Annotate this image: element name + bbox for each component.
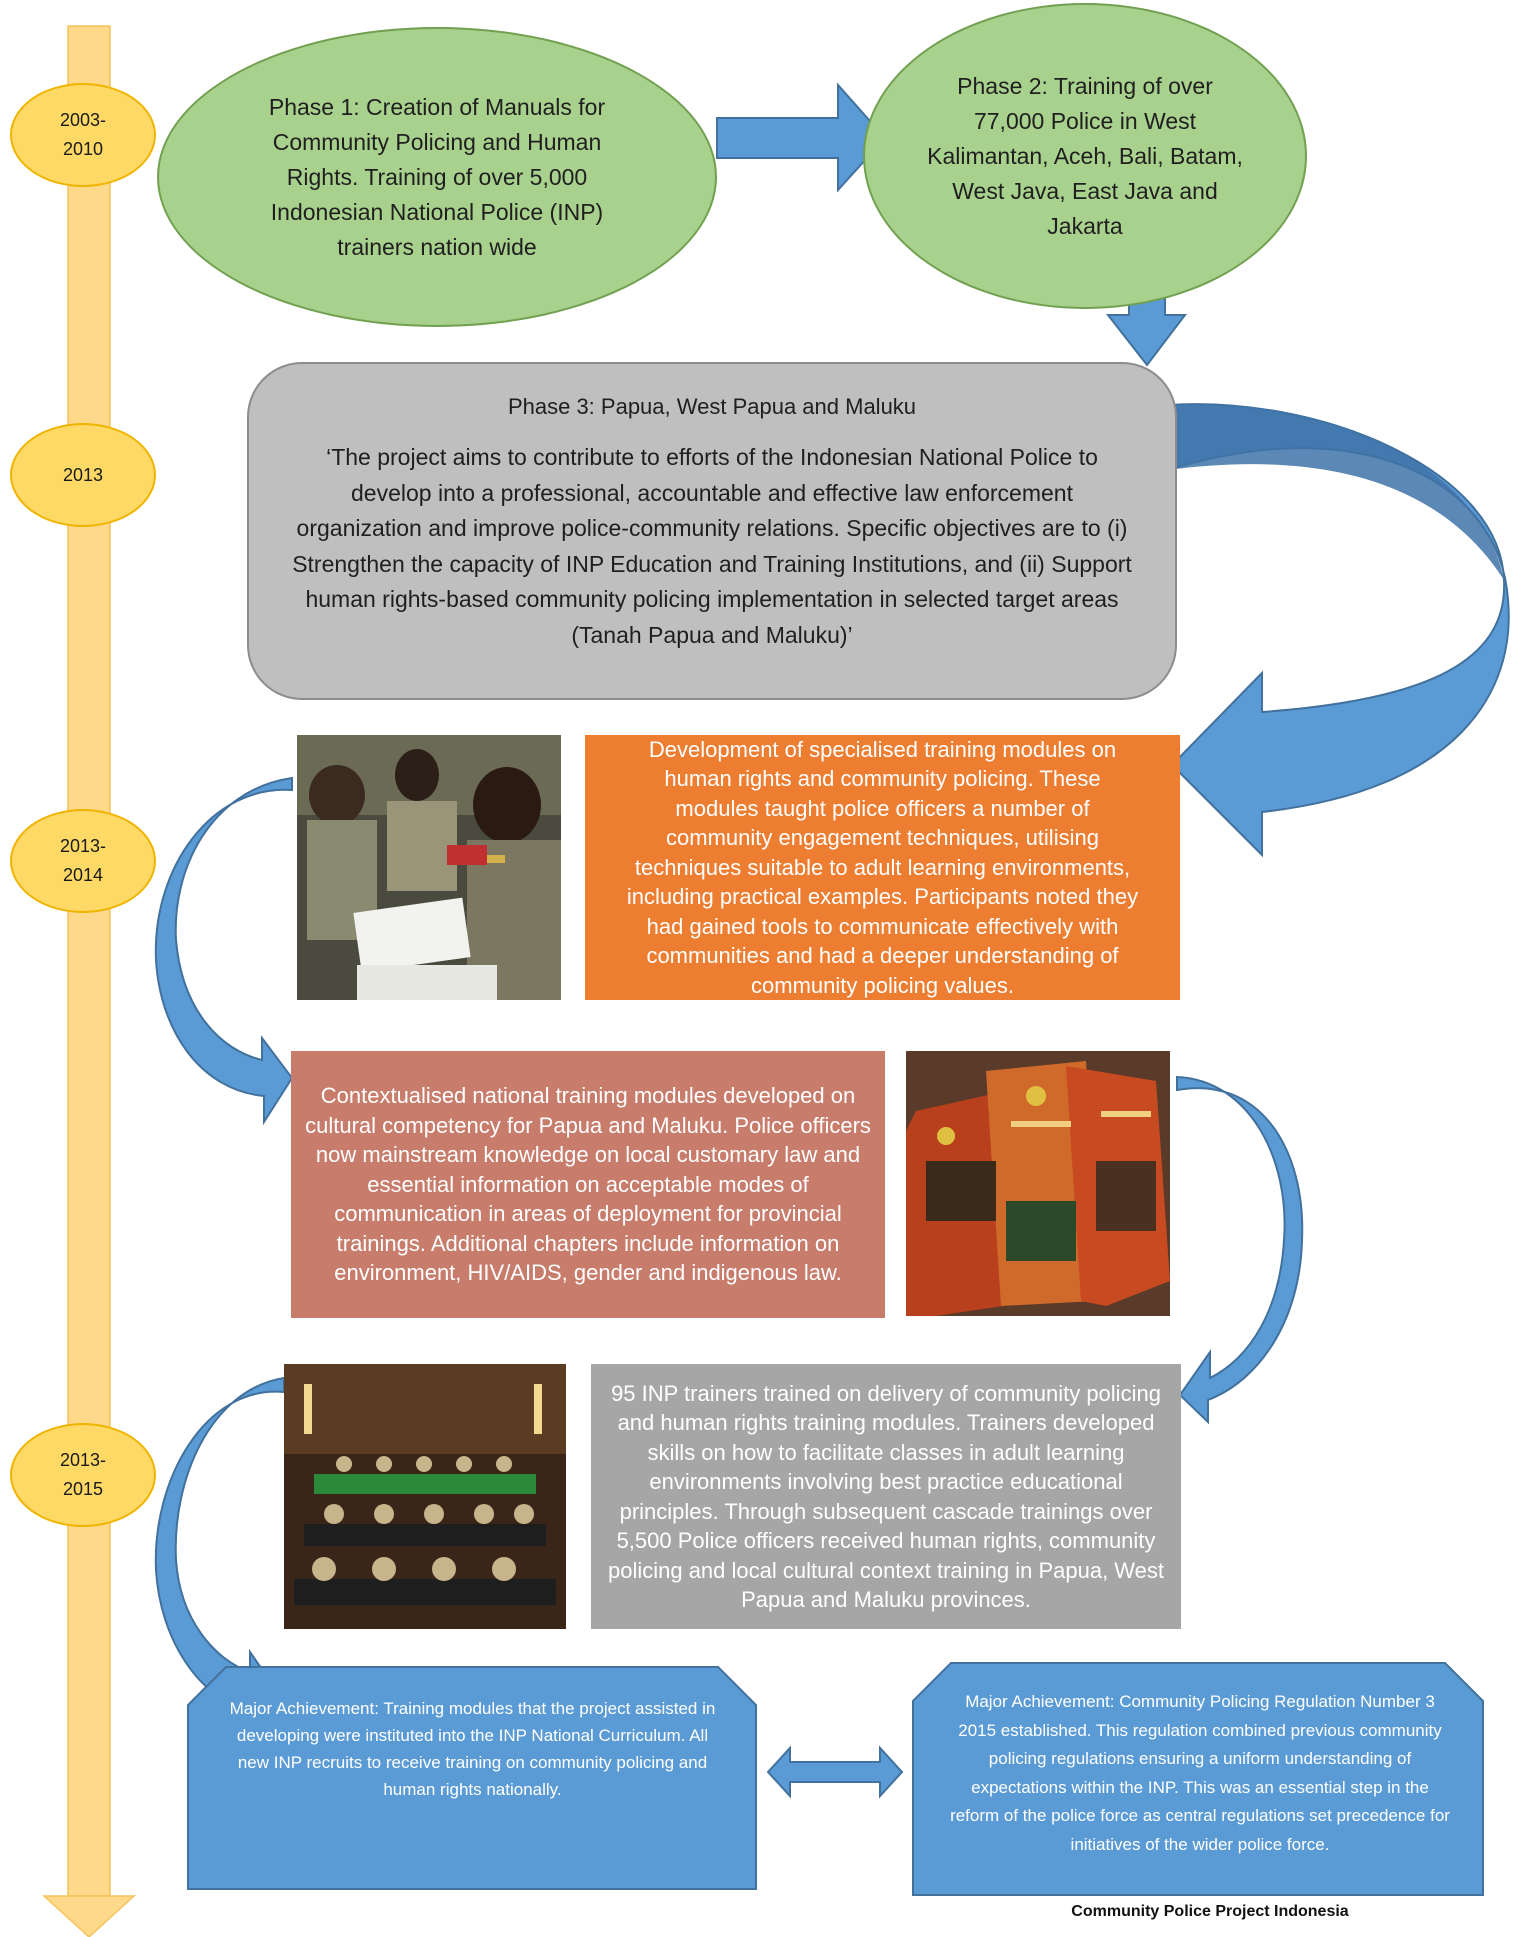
trainers-trained-box: 95 INP trainers trained on delivery of c…	[591, 1364, 1181, 1629]
trainers-trained-text: 95 INP trainers trained on delivery of c…	[607, 1380, 1165, 1613]
contextualised-modules-text: Contextualised national training modules…	[305, 1083, 871, 1286]
phase3-box: Phase 3: Papua, West Papua and Maluku ‘T…	[247, 362, 1177, 700]
arrow-phase3-curve-shade	[1168, 403, 1504, 580]
contextualised-modules-box: Contextualised national training modules…	[291, 1051, 885, 1318]
achievement2-box: Major Achievement: Community Policing Re…	[950, 1688, 1450, 1859]
phase2-oval: Phase 2: Training of over 77,000 Police …	[863, 3, 1307, 309]
photo-officers-training	[297, 735, 561, 1000]
photo-training-manuals	[906, 1051, 1170, 1316]
year-marker-2013-2015: 2013- 2015	[10, 1423, 156, 1527]
arrow-phase1-to-phase2	[716, 82, 887, 193]
phase1-oval: Phase 1: Creation of Manuals for Communi…	[157, 27, 717, 327]
modules-development-text: Development of specialised training modu…	[626, 736, 1139, 998]
phase2-text: Phase 2: Training of over 77,000 Police …	[927, 72, 1243, 239]
arrow-right-curve	[1176, 1075, 1304, 1425]
photo-classroom-training	[284, 1364, 566, 1629]
achievement1-text: Major Achievement: Training modules that…	[229, 1699, 716, 1799]
achievement2-shape	[912, 1662, 1484, 1896]
achievement1-shape	[187, 1666, 757, 1890]
achievement1-box: Major Achievement: Training modules that…	[220, 1695, 725, 1803]
modules-development-box: Development of specialised training modu…	[585, 735, 1180, 1000]
footer-caption: Community Police Project Indonesia	[1071, 1903, 1349, 1920]
phase3-title: Phase 3: Papua, West Papua and Maluku	[507, 394, 917, 419]
phase1-text: Phase 1: Creation of Manuals for Communi…	[268, 93, 606, 260]
year-marker-2013: 2013	[10, 423, 156, 527]
achievement2-text: Major Achievement: Community Policing Re…	[950, 1692, 1450, 1854]
year-marker-2013-2014: 2013- 2014	[10, 809, 156, 913]
arrow-double-achievements	[766, 1745, 904, 1799]
arrow-left-curve-1	[154, 776, 294, 1126]
phase3-quote: ‘The project aims to contribute to effor…	[292, 444, 1132, 648]
year-marker-2003-2010: 2003- 2010	[10, 83, 156, 187]
